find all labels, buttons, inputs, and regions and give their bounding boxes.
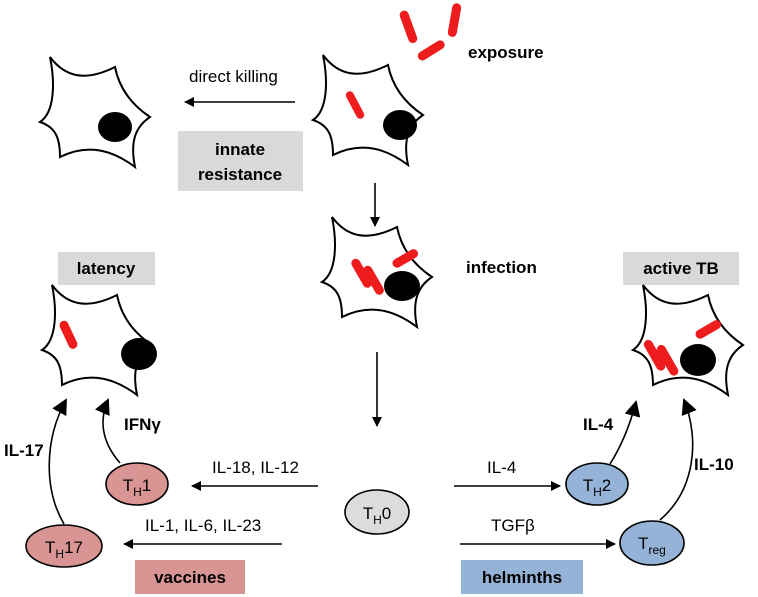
cell-active-tb (632, 284, 744, 396)
il10-arrow (659, 398, 697, 521)
exposure-label: exposure (468, 43, 544, 62)
cell-latency (41, 284, 157, 396)
il17-label: IL-17 (4, 441, 44, 460)
nucleus (680, 344, 716, 376)
helminths-box (461, 560, 583, 594)
bacterium (656, 344, 679, 376)
th0-cell: TH0 (344, 489, 410, 535)
nucleus (383, 110, 417, 140)
ifn-label: IFNγ (124, 415, 161, 434)
nucleus (98, 112, 132, 142)
svg-text:Treg: Treg (638, 534, 666, 557)
treg-cell: Treg (619, 520, 685, 566)
resistance-label: resistance (198, 165, 282, 184)
bacterium (363, 265, 384, 295)
vaccines-box (135, 560, 245, 594)
il4-mid-label: IL-4 (487, 458, 516, 477)
nucleus (121, 338, 157, 370)
infection-label: infection (466, 258, 537, 277)
svg-text:TH17: TH17 (45, 538, 83, 561)
helminths-label: helminths (482, 568, 562, 587)
il18-il12-label: IL-18, IL-12 (212, 458, 299, 477)
svg-text:TH2: TH2 (583, 476, 612, 499)
innate-label: innate (215, 140, 265, 159)
direct-killing-label: direct killing (189, 67, 278, 86)
cell-killed (39, 56, 151, 168)
nucleus (384, 271, 420, 301)
th17-cell: TH17 (25, 524, 103, 568)
bacterium (351, 258, 372, 288)
th2-cell: TH2 (565, 462, 629, 506)
free-bacteria (399, 3, 462, 61)
svg-text:TH1: TH1 (123, 476, 152, 499)
bacterium (643, 339, 666, 371)
cell-infection (321, 216, 433, 328)
il1-il6-il23-label: IL-1, IL-6, IL-23 (145, 516, 261, 535)
svg-text:TH0: TH0 (363, 504, 392, 527)
latency-label: latency (77, 259, 136, 278)
bacterium (399, 10, 418, 44)
innate-resistance-box (178, 131, 303, 191)
bacterium (695, 320, 721, 339)
th1-cell: TH1 (105, 462, 169, 506)
il17-arrow (48, 398, 67, 525)
latency-box (58, 252, 155, 285)
cell-exposure (312, 54, 424, 166)
active-tb-box (623, 252, 739, 285)
tgfb-label: TGFβ (491, 516, 535, 535)
il4-arrow (609, 400, 641, 465)
bacterium (345, 91, 365, 119)
il10-label: IL-10 (694, 455, 734, 474)
active-tb-label: active TB (643, 259, 719, 278)
il4-right-label: IL-4 (583, 415, 614, 434)
bacterium (392, 249, 418, 268)
bacterium (447, 3, 462, 37)
bacterium (417, 40, 445, 61)
ifn-arrow (95, 398, 121, 464)
vaccines-label: vaccines (154, 568, 226, 587)
bacterium (59, 320, 78, 349)
